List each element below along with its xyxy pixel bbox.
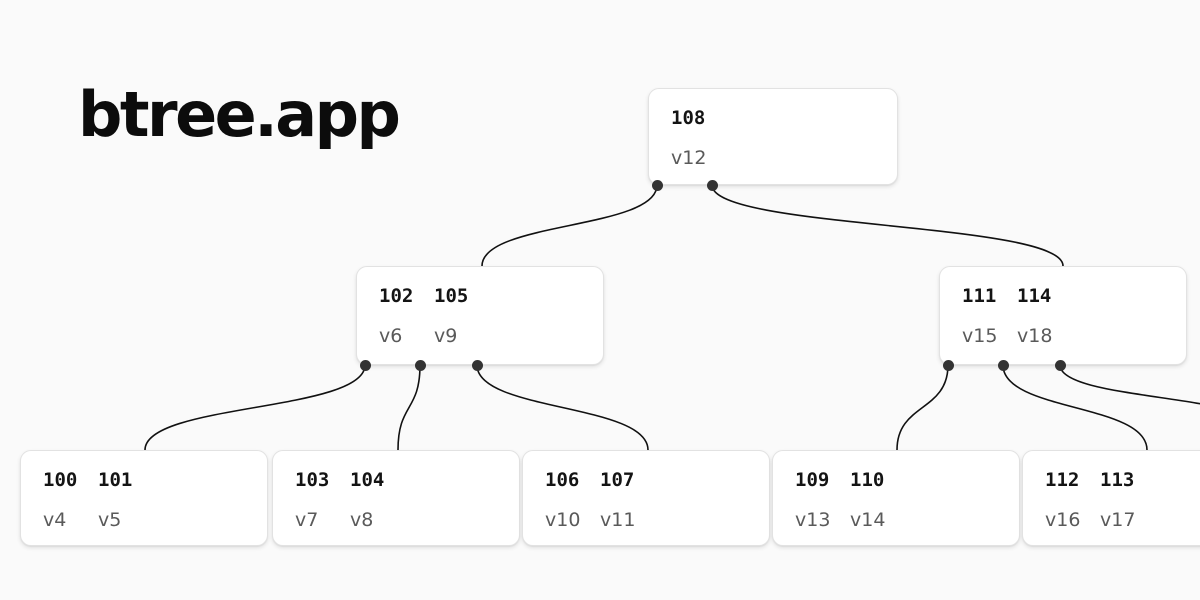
cell-leaf-113[interactable]: 113 v17 — [1100, 469, 1135, 531]
leaf-node-5[interactable]: 112 v16 113 v17 — [1022, 450, 1200, 546]
cell-leaf-112[interactable]: 112 v16 — [1045, 469, 1080, 531]
cell-leaf-100[interactable]: 100 v4 — [43, 469, 77, 531]
cell-internal-111[interactable]: 111 v15 — [962, 285, 997, 347]
cell-key: 101 — [98, 469, 133, 491]
cell-key: 110 — [850, 469, 885, 491]
cell-value: v9 — [434, 325, 458, 347]
cell-key: 107 — [600, 469, 635, 491]
cell-key: 105 — [434, 285, 469, 307]
cell-row: 102 v6 105 v9 — [357, 285, 603, 364]
cell-key: 114 — [1017, 285, 1052, 307]
cell-value: v11 — [600, 509, 636, 531]
cell-leaf-107[interactable]: 107 v11 — [600, 469, 635, 531]
cell-value: v6 — [379, 325, 403, 347]
cell-value: v8 — [350, 509, 374, 531]
root-node[interactable]: 108 v12 — [648, 88, 898, 185]
cell-value: v18 — [1017, 325, 1053, 347]
cell-value: v4 — [43, 509, 67, 531]
cell-value: v5 — [98, 509, 122, 531]
cell-leaf-104[interactable]: 104 v8 — [350, 469, 384, 531]
cell-row: 103 v7 104 v8 — [273, 469, 519, 545]
cell-row: 112 v16 113 v17 — [1023, 469, 1200, 545]
cell-row: 109 v13 110 v14 — [773, 469, 1019, 545]
cell-row: 106 v10 107 v11 — [523, 469, 769, 545]
cell-row: 100 v4 101 v5 — [21, 469, 267, 545]
cell-value: v13 — [795, 509, 831, 531]
cell-leaf-101[interactable]: 101 v5 — [98, 469, 132, 531]
cell-key: 113 — [1100, 469, 1135, 491]
cell-key: 106 — [545, 469, 580, 491]
cell-row: 111 v15 114 v18 — [940, 285, 1186, 364]
cell-value: v14 — [850, 509, 886, 531]
cell-leaf-110[interactable]: 110 v14 — [850, 469, 885, 531]
cell-leaf-109[interactable]: 109 v13 — [795, 469, 830, 531]
cell-key: 103 — [295, 469, 330, 491]
cell-key: 111 — [962, 285, 997, 307]
cell-value: v17 — [1100, 509, 1136, 531]
cell-leaf-103[interactable]: 103 v7 — [295, 469, 329, 531]
cell-row: 108 v12 — [649, 107, 897, 184]
cell-internal-102[interactable]: 102 v6 — [379, 285, 413, 347]
cell-key: 109 — [795, 469, 830, 491]
leaf-node-4[interactable]: 109 v13 110 v14 — [772, 450, 1020, 546]
internal-node-right[interactable]: 111 v15 114 v18 — [939, 266, 1187, 365]
cell-value: v15 — [962, 325, 998, 347]
cell-key: 104 — [350, 469, 385, 491]
cell-value: v7 — [295, 509, 319, 531]
cell-leaf-106[interactable]: 106 v10 — [545, 469, 580, 531]
cell-value: v12 — [671, 147, 707, 169]
app-logo: btree.app — [78, 78, 401, 151]
leaf-node-3[interactable]: 106 v10 107 v11 — [522, 450, 770, 546]
internal-node-left[interactable]: 102 v6 105 v9 — [356, 266, 604, 365]
cell-internal-114[interactable]: 114 v18 — [1017, 285, 1052, 347]
cell-key: 100 — [43, 469, 78, 491]
cell-key: 102 — [379, 285, 414, 307]
cell-key: 108 — [671, 107, 706, 129]
leaf-node-2[interactable]: 103 v7 104 v8 — [272, 450, 520, 546]
cell-internal-105[interactable]: 105 v9 — [434, 285, 468, 347]
cell-value: v10 — [545, 509, 581, 531]
cell-key: 112 — [1045, 469, 1080, 491]
leaf-node-1[interactable]: 100 v4 101 v5 — [20, 450, 268, 546]
cell-value: v16 — [1045, 509, 1081, 531]
cell-root-108[interactable]: 108 v12 — [671, 107, 706, 169]
